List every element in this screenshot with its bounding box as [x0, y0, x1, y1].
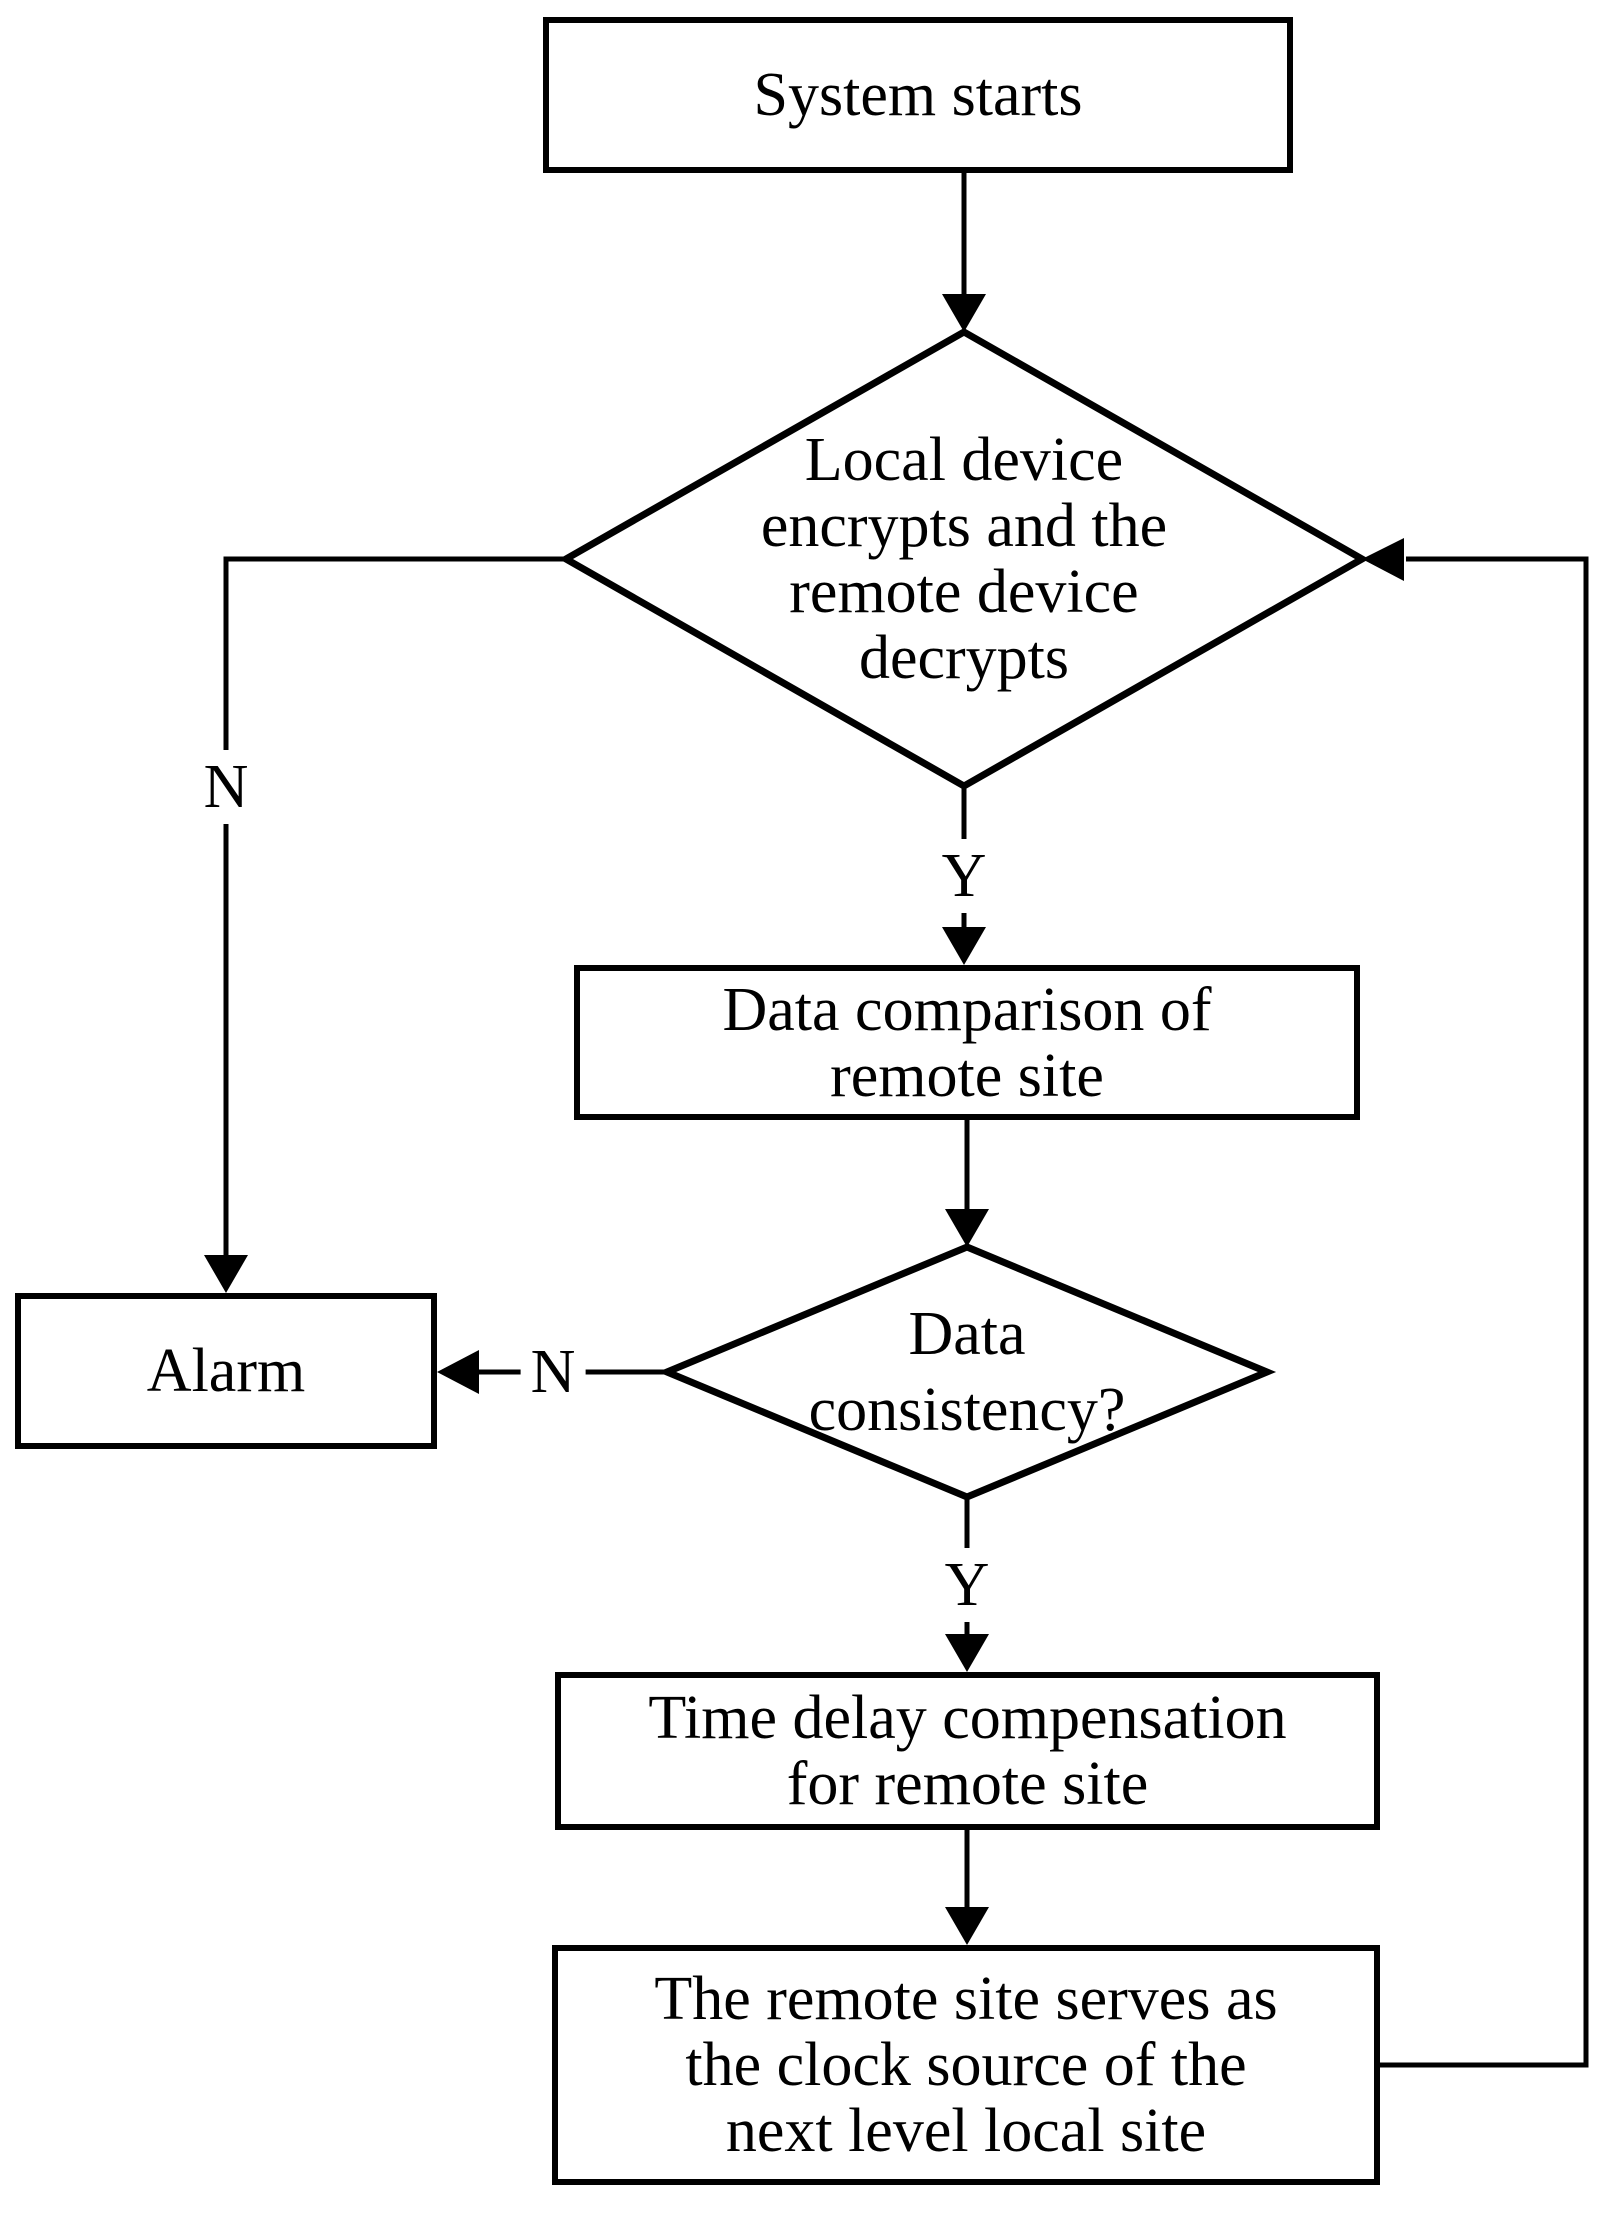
node-system-starts: System starts [543, 17, 1293, 173]
decision1-label-line3: remote device [789, 558, 1139, 626]
clocksource-label-line2: the clock source of the [685, 2031, 1247, 2099]
clocksource-label-line3: next level local site [725, 2097, 1207, 2165]
edge-label-decision1-n: N [193, 750, 259, 824]
edge-feedback-loop-line [1380, 556, 1589, 2068]
node-alarm: Alarm [15, 1293, 437, 1449]
arrowhead-into-comparison-top [942, 927, 986, 965]
arrowhead-into-alarm-right [437, 1350, 479, 1394]
node-decision-data-consistency-outline [657, 1243, 1277, 1501]
arrowhead-into-timedelay-top [945, 1634, 989, 1672]
node-decision-encrypt-decrypt-label: Local device encrypts and the remote dev… [664, 427, 1264, 691]
node-time-delay-compensation: Time delay compensation for remote site [555, 1672, 1380, 1830]
decision2-label-line1: Data [908, 1300, 1026, 1368]
data-comparison-label-line1: Data comparison of [722, 975, 1212, 1044]
arrowhead-into-decision1-right [1362, 538, 1404, 581]
arrowhead-into-decision2-top [945, 1209, 989, 1247]
timedelay-label-line1: Time delay compensation [648, 1684, 1287, 1752]
edge-label-decision1-y: Y [931, 839, 997, 913]
decision1-label-line2: encrypts and the [760, 492, 1168, 560]
timedelay-label-line2: for remote site [786, 1750, 1149, 1818]
alarm-label: Alarm [146, 1337, 306, 1405]
node-decision-encrypt-decrypt-outline [558, 327, 1370, 791]
node-data-comparison: Data comparison of remote site [574, 965, 1360, 1120]
edge-label-decision2-y: Y [934, 1548, 1000, 1622]
node-clock-source: The remote site serves as the clock sour… [552, 1945, 1380, 2185]
node-system-starts-label: System starts [753, 61, 1083, 129]
decision2-label-line2: consistency? [808, 1376, 1126, 1444]
decision1-label-line4: decrypts [858, 624, 1070, 692]
edge-decision1-n-line [223, 556, 566, 1257]
arrowhead-into-clocksource-top [945, 1907, 989, 1945]
edge-label-decision2-n: N [520, 1335, 586, 1409]
clocksource-label-line1: The remote site serves as [654, 1965, 1278, 2033]
decision1-label-line1: Local device [804, 426, 1124, 494]
data-comparison-label-line2: remote site [830, 1041, 1104, 1110]
arrowhead-into-alarm-top [204, 1255, 248, 1293]
arrowhead-into-decision1-top [942, 294, 986, 332]
node-decision-data-consistency-label: Data consistency? [707, 1296, 1227, 1448]
